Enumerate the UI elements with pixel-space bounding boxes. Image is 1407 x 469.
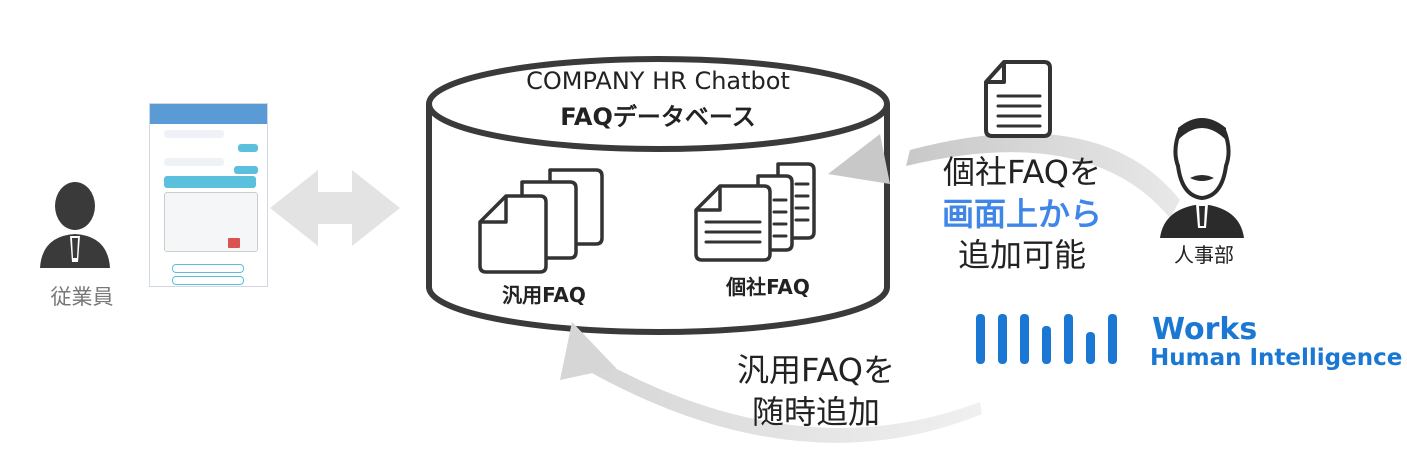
chat-card	[164, 192, 258, 252]
chatbot-screenshot	[149, 103, 268, 287]
double-arrow-icon	[270, 170, 400, 246]
employee-label: 従業員	[50, 285, 114, 309]
curved-arrow-icon-bottom	[560, 322, 982, 443]
works-logo-icon	[976, 314, 1117, 364]
bottom-text-line2: 随時追加	[751, 392, 880, 431]
chat-option-button	[172, 276, 244, 285]
generic-faq-label: 汎用FAQ	[502, 283, 586, 307]
company-faq-add-text: 個社FAQを 画面上から 追加可能	[942, 152, 1102, 277]
side-text-line1: 個社FAQを	[942, 153, 1101, 191]
database-title: COMPANY HR Chatbot	[526, 67, 790, 95]
chat-card-highlight	[228, 238, 240, 248]
works-logo-sub: Human Intelligence	[1150, 345, 1403, 371]
works-logo-name: Works	[1152, 312, 1258, 347]
curved-arrow-icon-top	[828, 133, 1180, 218]
chat-bubble	[164, 176, 256, 188]
documents-stack-icon	[478, 168, 604, 274]
database-subtitle: FAQデータベース	[560, 103, 756, 131]
generic-faq-add-text: 汎用FAQを 随時追加	[737, 350, 895, 433]
lined-documents-stack-icon	[694, 162, 816, 262]
chat-bubble	[238, 144, 258, 152]
chat-bubble	[164, 130, 224, 138]
bottom-text-line1: 汎用FAQを	[737, 351, 895, 389]
document-icon	[984, 60, 1052, 138]
hr-label: 人事部	[1174, 243, 1234, 267]
chat-bubble	[234, 166, 258, 174]
chat-bubble	[164, 158, 224, 166]
company-faq-label: 個社FAQ	[726, 275, 810, 299]
side-text-line2: 画面上から	[941, 194, 1103, 233]
side-text-line3: 追加可能	[957, 236, 1087, 275]
user-icon-hr	[1160, 118, 1244, 238]
chat-option-button	[172, 264, 244, 273]
database-cylinder	[426, 56, 890, 335]
chatbot-screenshot-header	[150, 104, 267, 124]
user-icon-employee	[40, 182, 110, 268]
